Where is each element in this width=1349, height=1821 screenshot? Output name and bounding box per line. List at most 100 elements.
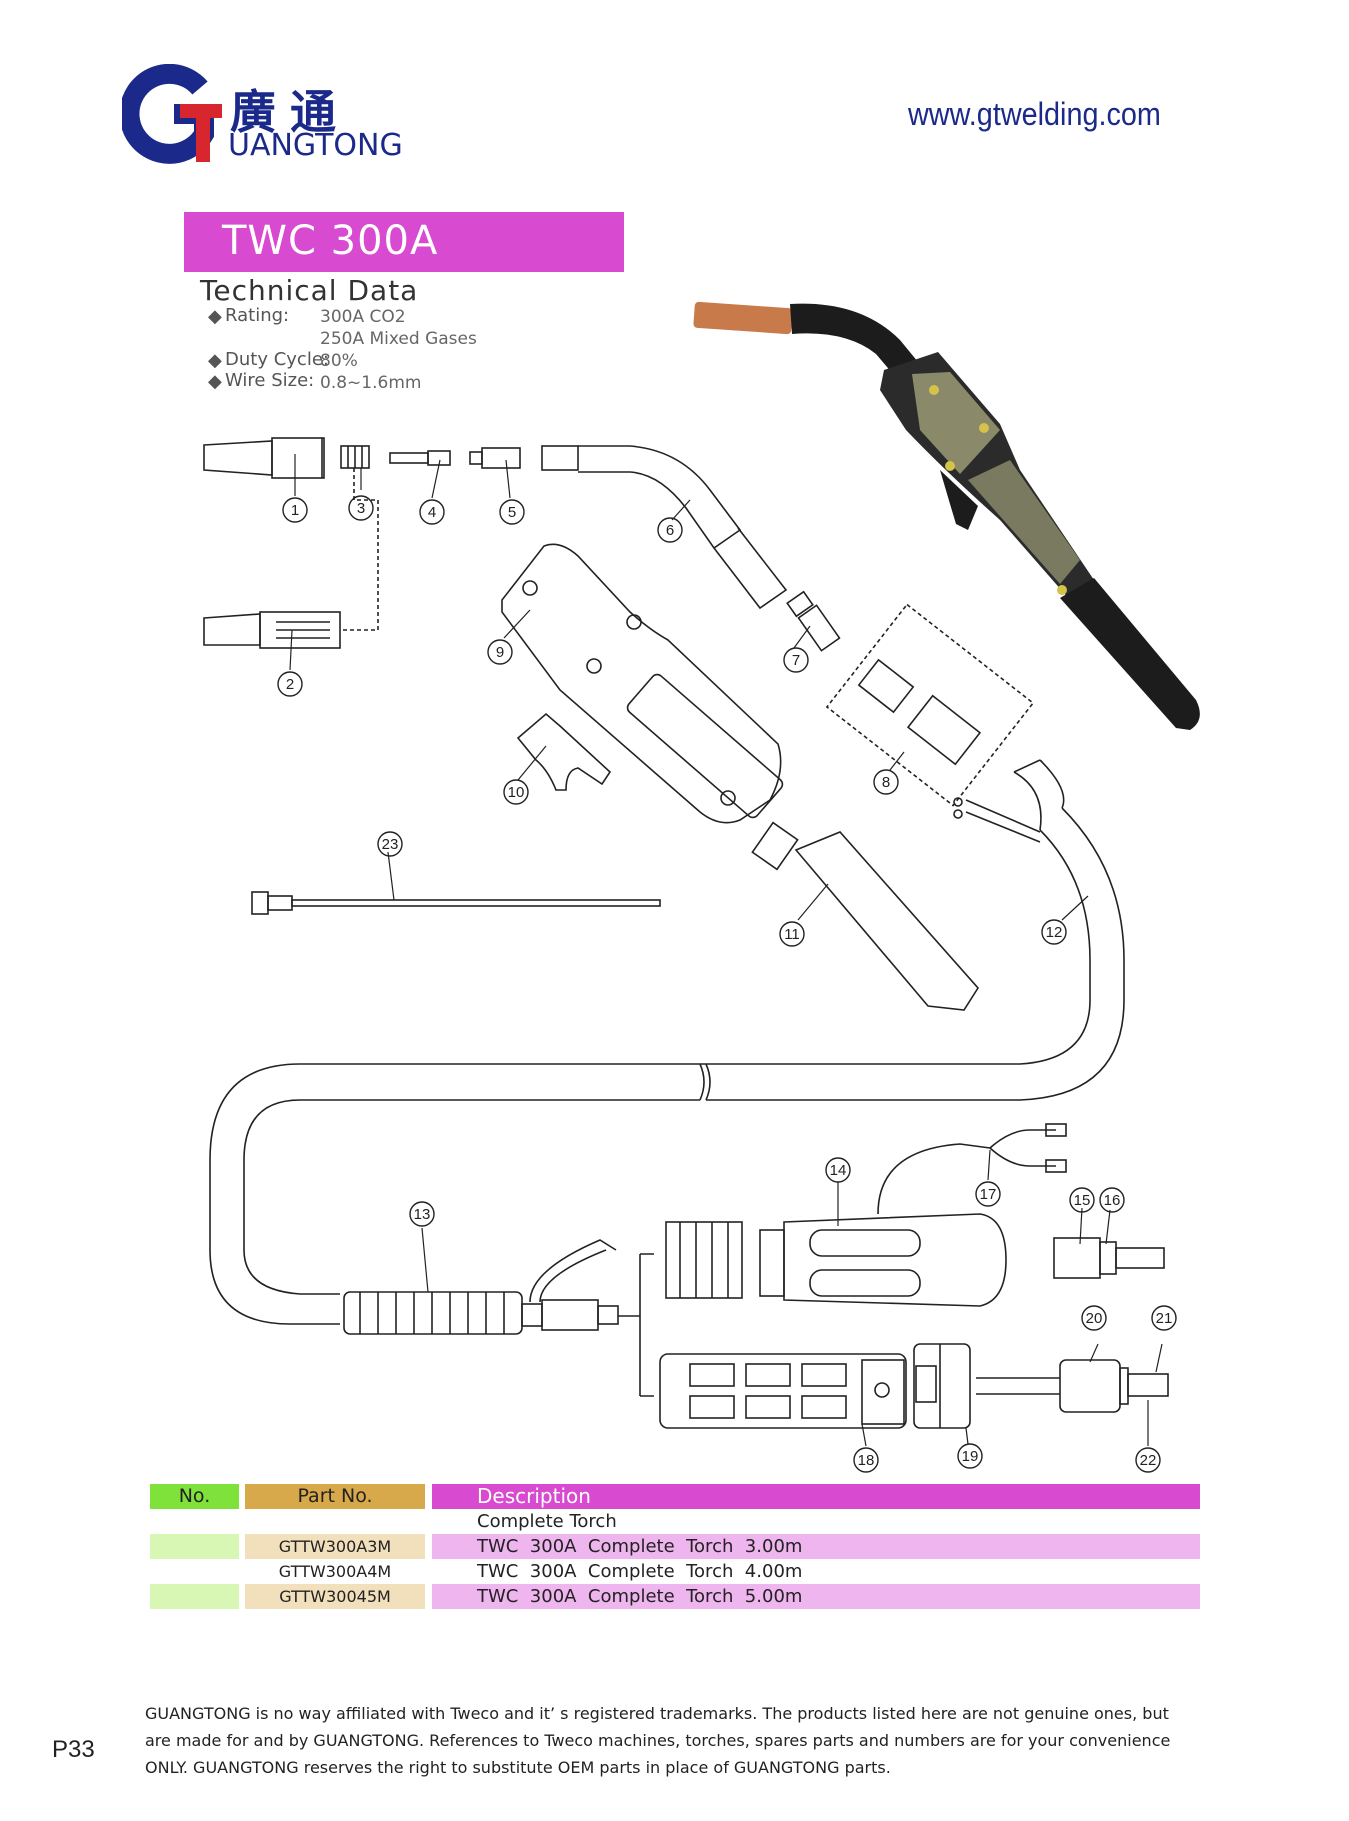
callout-number: 1 [291, 502, 299, 519]
part-14-connector-housing [665, 1143, 1007, 1307]
callout-number: 20 [1086, 1310, 1103, 1327]
disclaimer-line: ONLY. GUANGTONG reserves the right to su… [145, 1758, 891, 1777]
callout-circle [825, 1157, 851, 1183]
table-row-no [150, 1584, 239, 1609]
part-20-21-22-pin [976, 1359, 1169, 1413]
table-header-part-no: Part No. [245, 1484, 425, 1509]
product-title: TWC 300A [222, 218, 439, 264]
callout-circle [1135, 1447, 1161, 1473]
callout-circle [873, 769, 899, 795]
logo-english-name: UANGTONG [228, 128, 403, 163]
part-13-strain-relief [343, 1239, 619, 1335]
table-header-description [432, 1484, 1200, 1509]
spec-bullet: ◆ [208, 350, 222, 371]
part-6-goose-neck [541, 445, 788, 610]
table-row-part-no: GTTW300A3M [245, 1534, 425, 1559]
callout-circle [409, 1201, 435, 1227]
callout-number: 22 [1140, 1452, 1157, 1469]
callout-number: 8 [882, 774, 890, 791]
callout-circle [377, 831, 403, 857]
part-3-insulator [340, 445, 370, 469]
callout-circle [975, 1181, 1001, 1207]
part-5-tip-adapter [469, 447, 521, 469]
callout-circle [277, 671, 303, 697]
callout-number: 10 [508, 784, 525, 801]
callout-number: 7 [792, 652, 800, 669]
callout-number: 5 [508, 504, 516, 521]
spec-bullet: ◆ [208, 371, 222, 392]
callout-circle [348, 495, 374, 521]
callout-number: 15 [1074, 1192, 1091, 1209]
spec-rating-label: Rating: [225, 305, 290, 326]
spec-wire-size-label: Wire Size: [225, 370, 315, 391]
callout-circle [1069, 1187, 1095, 1213]
table-row-description [432, 1534, 1200, 1559]
callout-circle [487, 639, 513, 665]
table-row-description-text: TWC 300A Complete Torch 3.00m [477, 1536, 803, 1557]
part-10-trigger [516, 712, 612, 791]
callout-number: 19 [962, 1448, 979, 1465]
part-2-nozzle-alt [203, 611, 341, 649]
callout-circle [503, 779, 529, 805]
part-17-control-leads [989, 1123, 1067, 1173]
callout-circle [1151, 1305, 1177, 1331]
torch-photo [693, 301, 1200, 730]
table-header-no: No. [150, 1484, 239, 1509]
table-row-description-text: TWC 300A Complete Torch 4.00m [477, 1561, 803, 1582]
callout-circle [499, 499, 525, 525]
callout-number: 12 [1046, 924, 1063, 941]
technical-data-heading: Technical Data [200, 274, 419, 307]
callout-number: 16 [1104, 1192, 1121, 1209]
spec-rating-value-2: 250A Mixed Gases [320, 329, 477, 349]
guangtong-logo-mark [122, 64, 222, 164]
part-9-handle-half [501, 543, 784, 824]
table-row-no [150, 1559, 239, 1584]
callout-number: 13 [414, 1206, 431, 1223]
callout-number: 11 [784, 926, 800, 943]
part-1-nozzle [203, 437, 325, 479]
disclaimer-line: are made for and by GUANGTONG. Reference… [145, 1731, 1171, 1750]
callout-number: 14 [830, 1162, 847, 1179]
part-18-connector-body [659, 1353, 907, 1429]
callout-number: 6 [666, 522, 674, 539]
callout-number: 9 [496, 644, 504, 661]
part-23-liner [251, 891, 661, 915]
spec-duty-cycle-label: Duty Cycle: [225, 349, 329, 370]
page-number: P33 [52, 1736, 95, 1763]
table-section-label: Complete Torch [477, 1511, 617, 1532]
alt-nozzle-link [340, 468, 379, 631]
part-19-nut [913, 1343, 971, 1429]
product-title-bar [184, 212, 624, 272]
callout-circle [957, 1443, 983, 1469]
table-header-description-label: Description [477, 1484, 591, 1508]
callout-circle [1041, 919, 1067, 945]
table-row-description-text: TWC 300A Complete Torch 5.00m [477, 1586, 803, 1607]
callout-circle [419, 499, 445, 525]
spec-wire-size-value: 0.8~1.6mm [320, 373, 422, 393]
callout-circle [657, 517, 683, 543]
callout-number: 17 [980, 1186, 997, 1203]
logo-chinese-name: 廣通 [230, 85, 350, 139]
website-link[interactable]: www.gtwelding.com [908, 96, 1161, 132]
table-row-description [432, 1584, 1200, 1609]
spec-rating-value-1: 300A CO2 [320, 307, 406, 327]
spec-duty-cycle-value: 80% [320, 351, 358, 371]
callout-circle [1081, 1305, 1107, 1331]
callout-circle [779, 921, 805, 947]
callout-number: 4 [428, 504, 436, 521]
part-7-connector [786, 590, 841, 652]
callout-number: 23 [382, 836, 399, 853]
callout-number: 18 [858, 1452, 875, 1469]
spec-bullet: ◆ [208, 306, 222, 327]
disclaimer-line: GUANGTONG is no way affiliated with Twec… [145, 1704, 1169, 1723]
part-8-switch [825, 603, 1035, 807]
callout-circle [282, 497, 308, 523]
part-11-boot [751, 821, 979, 1011]
part-4-contact-tip [389, 450, 451, 466]
callout-circle [853, 1447, 879, 1473]
table-row-no [150, 1534, 239, 1559]
part-15-16-adapter [1053, 1237, 1165, 1279]
table-row-part-no: GTTW300A4M [278, 1562, 392, 1581]
callout-number: 3 [357, 500, 365, 517]
callout-circle [783, 647, 809, 673]
